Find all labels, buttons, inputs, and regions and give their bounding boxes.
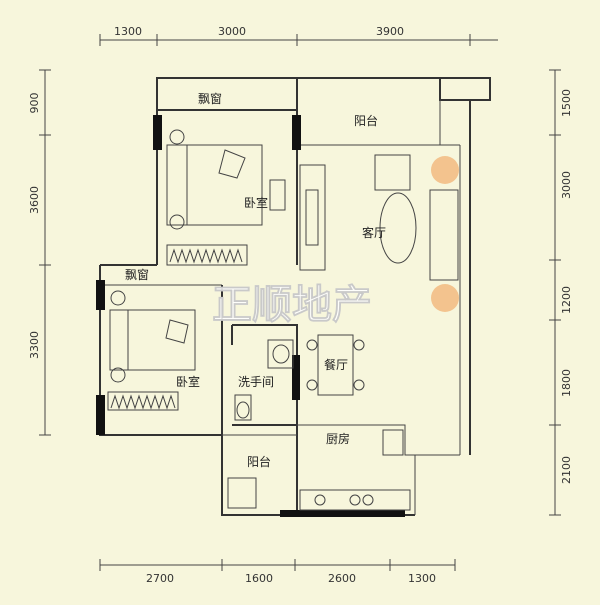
room-label-balcony-bottom: 阳台 [247,454,271,469]
room-label-bay-window-small: 飘窗 [125,268,149,282]
right-dim-5: 2100 [560,456,573,484]
kitchen-counter [299,429,411,511]
room-label-living-room: 客厅 [362,225,386,240]
living-sofa [374,154,459,312]
master-wardrobe [166,244,248,266]
room-label-balcony-top: 阳台 [354,113,378,128]
room-label-bay-window-top: 飘窗 [198,92,222,106]
window-markers [96,115,405,517]
top-dim-1: 1300 [114,25,142,38]
right-dim-1: 1500 [560,89,573,117]
bottom-dim-1: 2700 [146,572,174,585]
left-dim-3: 3300 [28,331,41,359]
master-bed [166,129,263,230]
top-dimension-line: 1300 3000 3900 [99,25,498,46]
right-dim-3: 1200 [560,286,573,314]
bottom-dim-3: 2600 [328,572,356,585]
room-label-bedroom-second: 卧室 [176,374,200,389]
bottom-dim-2: 1600 [245,572,273,585]
right-dim-4: 1800 [560,369,573,397]
watermark-text: 正顺地产 [212,282,372,328]
second-bed [109,290,196,383]
top-dim-2: 3000 [218,25,246,38]
room-label-washroom: 洗手间 [238,375,274,389]
bottom-dimension-line: 2700 1600 2600 1300 [99,559,456,585]
left-dimension-line: 900 3600 3300 [28,69,51,436]
room-label-kitchen: 厨房 [326,431,350,446]
washing-machine [227,477,257,509]
bottom-dim-4: 1300 [408,572,436,585]
desk [269,179,286,211]
dining-table [306,334,365,396]
right-dim-2: 3000 [560,171,573,199]
room-label-dining-room: 餐厅 [324,357,348,372]
right-dimension-line: 1500 3000 1200 1800 2100 [549,69,573,516]
left-dim-1: 900 [28,93,41,114]
washroom-fixtures [234,339,294,421]
second-wardrobe [107,391,179,411]
top-dim-3: 3900 [376,25,404,38]
tv-cabinet [299,164,326,271]
room-label-bedroom-main: 卧室 [244,195,268,210]
left-dim-2: 3600 [28,186,41,214]
